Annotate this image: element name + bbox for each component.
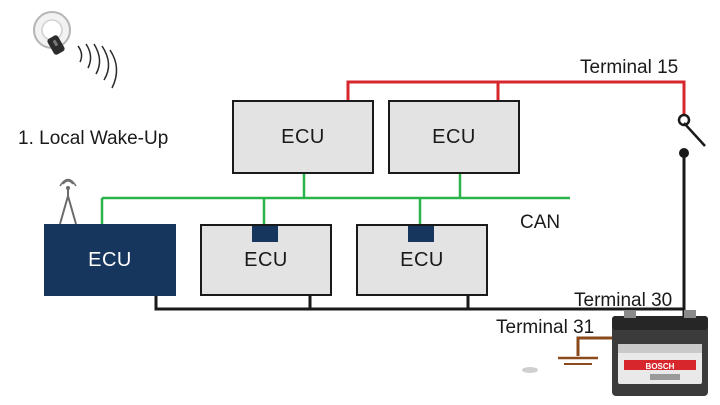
ecu-wakeup-active: ECU	[44, 224, 176, 296]
can-label: CAN	[520, 212, 561, 233]
ecu-label: ECU	[400, 249, 444, 271]
ecu-top-right: ECU	[388, 100, 520, 174]
battery-icon: BOSCH	[612, 310, 708, 396]
can-transceiver	[408, 226, 434, 242]
ecu-label: ECU	[432, 126, 476, 148]
ecu-bottom-right: ECU	[356, 224, 488, 296]
ecu-top-left: ECU	[232, 100, 374, 174]
radio-wave-icon	[77, 43, 118, 89]
terminal-30-label: Terminal 30	[574, 290, 673, 311]
terminal-15-wiring	[346, 80, 686, 116]
can-bus	[100, 174, 570, 226]
terminal-31-wiring	[522, 336, 612, 373]
battery-brand: BOSCH	[646, 362, 675, 371]
can-transceiver	[252, 226, 278, 242]
ecu-label: ECU	[281, 126, 325, 148]
ecu-label: ECU	[244, 249, 288, 271]
ecu-label: ECU	[88, 249, 132, 271]
key-fob-icon	[33, 11, 71, 55]
antenna-icon	[59, 178, 77, 225]
wakeup-label: 1. Local Wake-Up	[18, 128, 169, 149]
ignition-switch-icon	[677, 113, 706, 312]
terminal-31-label: Terminal 31	[496, 317, 595, 338]
terminal-15-label: Terminal 15	[580, 57, 679, 78]
ecu-bottom-middle: ECU	[200, 224, 332, 296]
